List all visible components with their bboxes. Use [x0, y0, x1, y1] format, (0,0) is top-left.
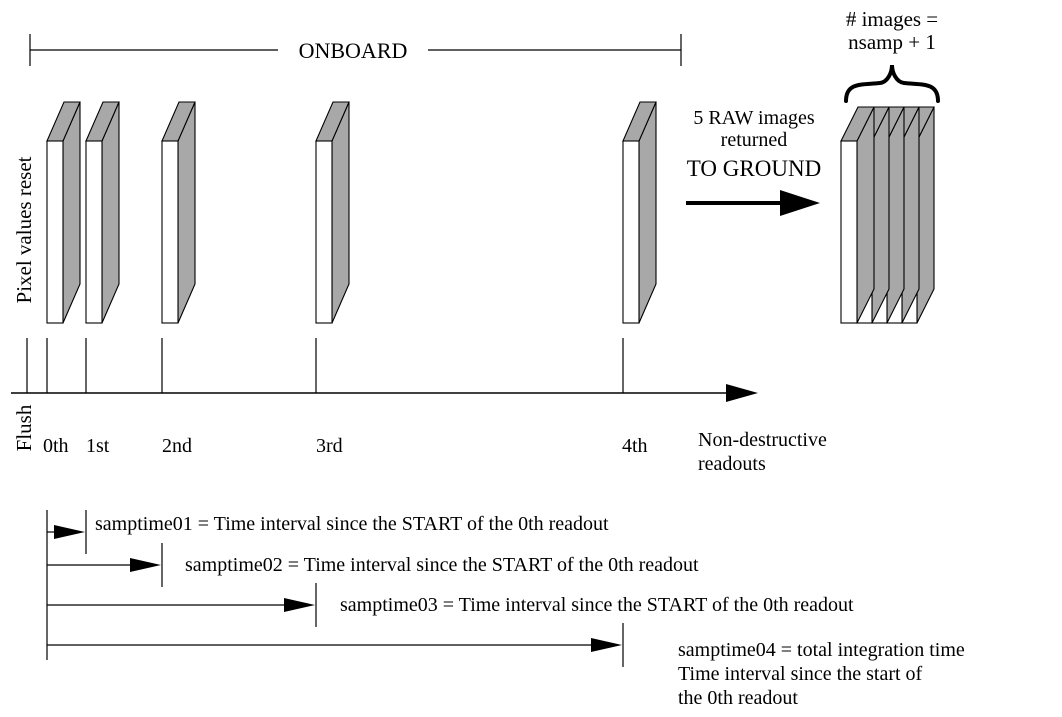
- readout-label-1st: 1st: [86, 435, 110, 457]
- readout-label-2nd: 2nd: [162, 435, 192, 457]
- samptime04-text-line-3: the 0th readout: [678, 687, 798, 709]
- readout-plate-1st-front: [85, 140, 103, 324]
- readout-plate-2nd: [161, 101, 196, 324]
- samptime04-text-line-2: Time interval since the start of: [678, 663, 923, 685]
- samptime01-arrowhead: [54, 525, 85, 539]
- readout-plate-1st: [85, 101, 120, 324]
- readout-plate-0th: [46, 101, 81, 324]
- time-axis: [11, 384, 758, 402]
- returned-line-3: TO GROUND: [687, 156, 821, 181]
- images-count-line-2: nsamp + 1: [848, 30, 936, 54]
- readout-label-0th: 0th: [43, 435, 69, 457]
- samptime02-arrowhead: [130, 558, 161, 572]
- axis-caption-line-2: readouts: [698, 453, 766, 475]
- side-label-pixel-reset: Pixel values reset: [12, 156, 36, 303]
- images-brace: [844, 64, 940, 103]
- onboard-label: ONBOARD: [299, 38, 408, 63]
- samptime03-text: samptime03 = Time interval since the STA…: [340, 594, 854, 616]
- readout-plate-4th-front: [622, 140, 640, 324]
- returned-line-2: returned: [721, 129, 788, 151]
- readout-ticks: [46, 338, 624, 393]
- axis-caption-line-1: Non-destructive: [698, 429, 827, 451]
- readout-plate-3rd: [315, 101, 350, 324]
- readout-plates: [46, 101, 657, 324]
- returned-image-1-front: [840, 140, 858, 324]
- returned-line-1: 5 RAW images: [693, 107, 815, 129]
- readout-plate-4th: [622, 101, 657, 324]
- readout-label-4th: 4th: [622, 435, 648, 457]
- samptime03-arrowhead: [284, 598, 315, 612]
- onboard-bracket: ONBOARD: [29, 34, 682, 66]
- readout-label-3rd: 3rd: [316, 435, 343, 457]
- returned-image-stack: [840, 106, 935, 324]
- images-count-line-1: # images =: [846, 7, 938, 31]
- samptime04-arrowhead: [591, 638, 622, 652]
- time-axis-arrowhead: [726, 384, 758, 402]
- readout-plate-0th-front: [46, 140, 64, 324]
- returned-image-1: [840, 106, 875, 324]
- readout-plate-2nd-front: [161, 140, 179, 324]
- samptime01-text: samptime01 = Time interval since the STA…: [95, 513, 609, 535]
- samptime04-text-line-1: samptime04 = total integration time: [678, 639, 965, 661]
- samptime02-text: samptime02 = Time interval since the STA…: [185, 554, 699, 576]
- to-ground-arrow: [686, 190, 820, 216]
- readout-plate-3rd-front: [315, 140, 333, 324]
- returned-image-1-edge: [856, 106, 875, 324]
- flush-label: Flush: [12, 404, 36, 451]
- sample-time-intervals: [46, 510, 624, 667]
